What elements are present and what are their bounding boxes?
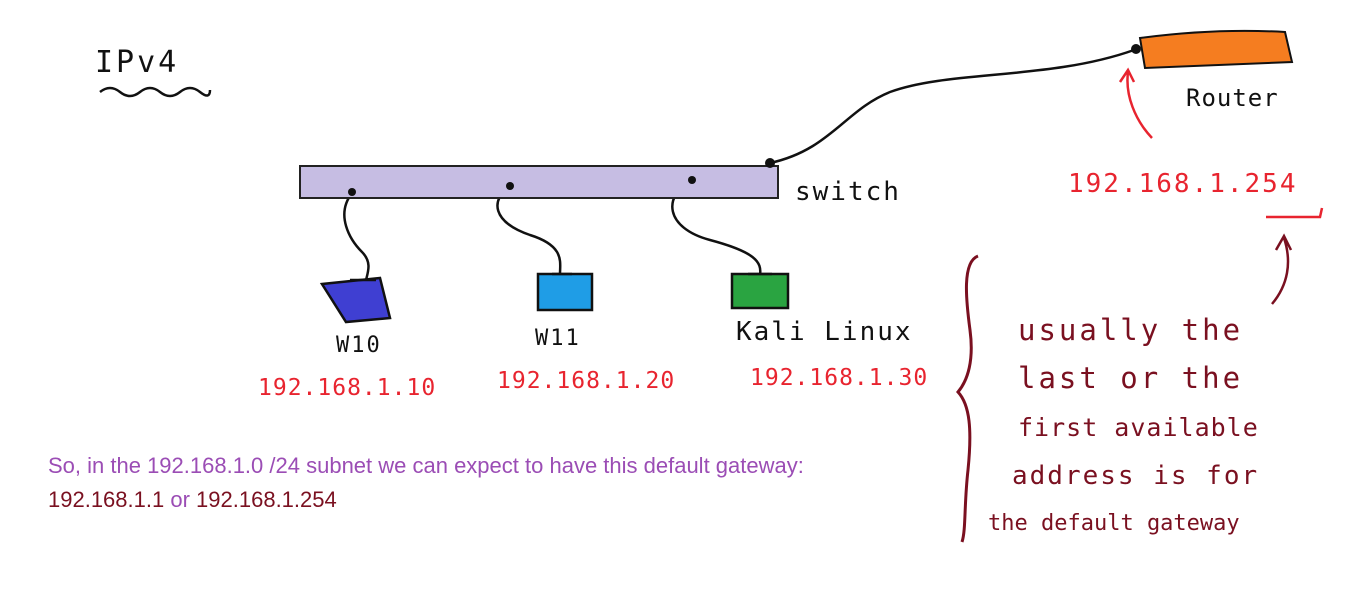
router-ip-arrow bbox=[1118, 67, 1153, 139]
w10-ip: 192.168.1.10 bbox=[258, 375, 436, 401]
switch-bar bbox=[299, 165, 779, 199]
note-line-1: usually the bbox=[1018, 313, 1243, 347]
kali-ip: 192.168.1.30 bbox=[750, 365, 928, 391]
note-arrow bbox=[1271, 233, 1293, 305]
router-label: Router bbox=[1186, 84, 1279, 112]
w10-label: W10 bbox=[336, 333, 382, 358]
gateway-caption: So, in the 192.168.1.0 /24 subnet we can… bbox=[48, 449, 888, 517]
last-octet-underline bbox=[1266, 207, 1324, 219]
note-line-4: address is for bbox=[1012, 461, 1259, 491]
router-ip: 192.168.1.254 bbox=[1068, 169, 1298, 199]
kali-computer-icon bbox=[730, 272, 790, 310]
w11-computer-icon bbox=[536, 272, 594, 312]
gateway-ip-last: 192.168.1.254 bbox=[196, 487, 337, 512]
note-line-2: last or the bbox=[1018, 361, 1243, 395]
gateway-ip-first: 192.168.1.1 bbox=[48, 487, 165, 512]
cable-w10 bbox=[343, 192, 370, 281]
switch-label: switch bbox=[795, 177, 901, 207]
caption-or: or bbox=[170, 487, 190, 512]
note-line-3: first available bbox=[1018, 413, 1259, 442]
kali-label: Kali Linux bbox=[736, 317, 913, 347]
w10-computer-icon bbox=[319, 276, 392, 324]
cable-w11 bbox=[496, 184, 562, 275]
switch-port-uplink bbox=[765, 158, 775, 168]
switch-router-cable bbox=[769, 48, 1135, 165]
caption-text: So, in the 192.168.1.0 /24 subnet we can… bbox=[48, 453, 804, 478]
diagram-title: IPv4 bbox=[95, 45, 179, 80]
title-underline bbox=[99, 86, 212, 98]
router-body bbox=[1138, 29, 1294, 70]
switch-port-2 bbox=[506, 182, 514, 190]
note-brace bbox=[956, 254, 979, 543]
w11-ip: 192.168.1.20 bbox=[497, 368, 675, 394]
note-line-5: the default gateway bbox=[988, 511, 1240, 536]
w11-label: W11 bbox=[535, 326, 581, 351]
router-port bbox=[1131, 44, 1141, 54]
switch-port-3 bbox=[688, 176, 696, 184]
switch-port-1 bbox=[348, 188, 356, 196]
